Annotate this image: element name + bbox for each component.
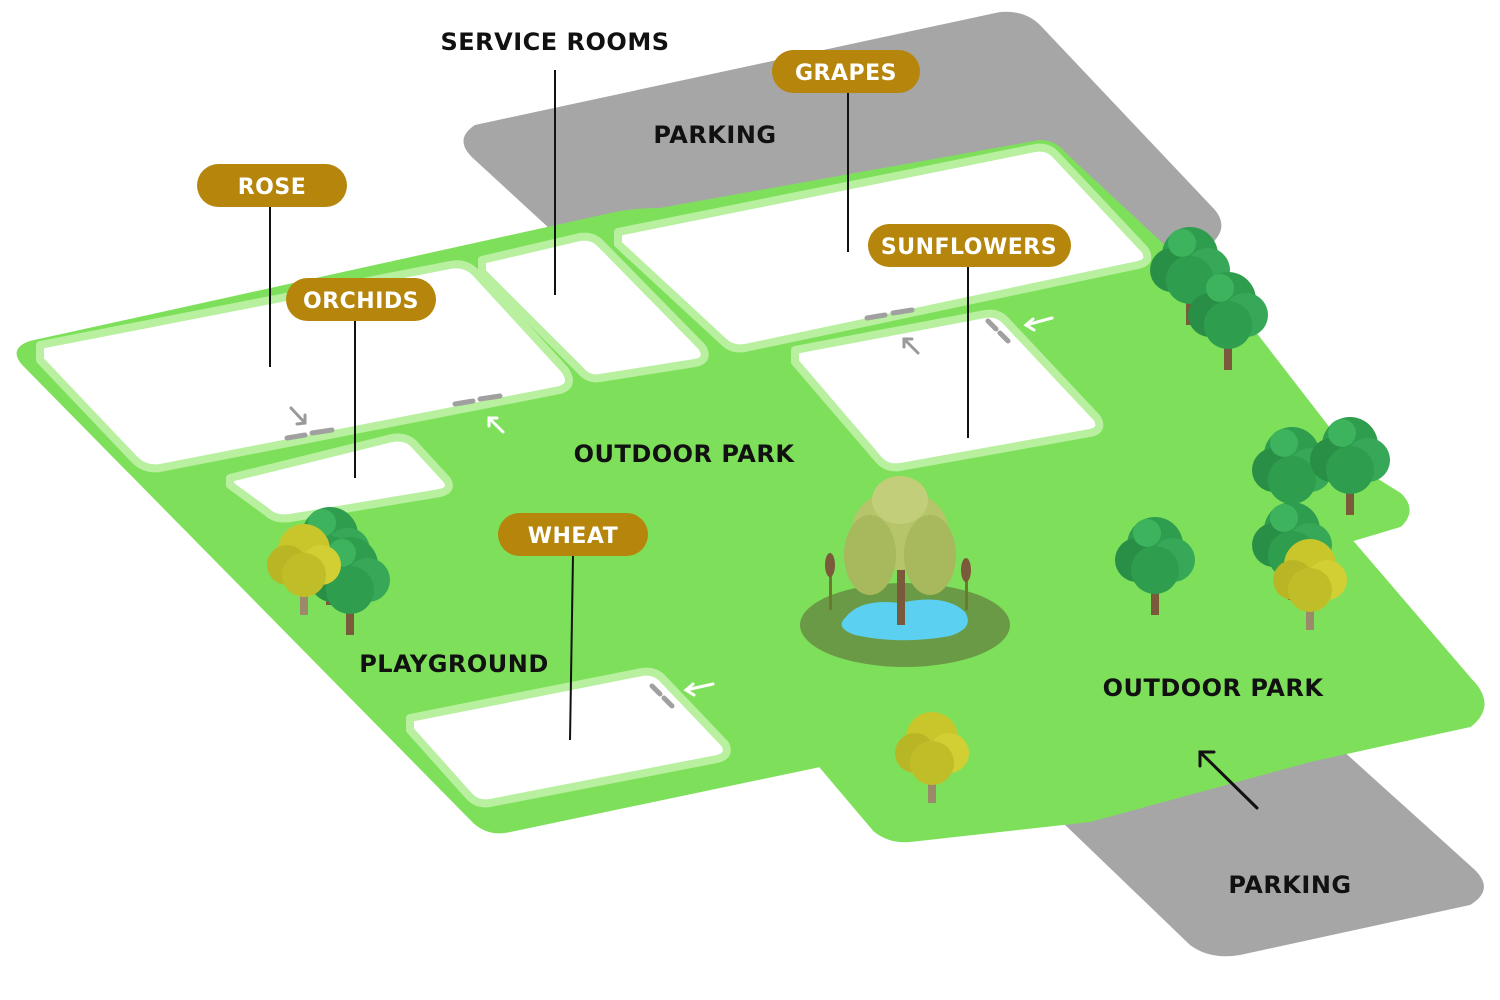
pill-label: SUNFLOWERS — [881, 235, 1057, 260]
label-service-rooms: SERVICE ROOMS — [441, 28, 670, 56]
pill-label: GRAPES — [795, 61, 897, 86]
room-service — [478, 232, 709, 383]
entrance-arrow-icon — [487, 416, 505, 434]
label-outdoor-park-right: OUTDOOR PARK — [1103, 674, 1325, 702]
label-parking-bottom: PARKING — [1228, 871, 1351, 899]
label-playground: PLAYGROUND — [359, 650, 549, 678]
door-icon — [890, 307, 915, 316]
door-icon — [864, 312, 888, 321]
pill-rose[interactable]: ROSE — [197, 164, 347, 207]
willow-tree-icon — [844, 476, 956, 625]
room-rose — [36, 260, 573, 473]
label-outdoor-park-center: OUTDOOR PARK — [574, 440, 796, 468]
parking-arrow-icon — [1198, 750, 1259, 810]
label-parking-top: PARKING — [653, 121, 776, 149]
entrance-arrow-icon — [902, 337, 920, 355]
door-icon — [452, 398, 476, 407]
door-icon — [284, 432, 308, 441]
pill-grapes[interactable]: GRAPES — [772, 50, 920, 93]
door-icon — [985, 318, 999, 332]
door-icon — [661, 695, 675, 709]
door-icon — [649, 683, 663, 697]
pill-label: ROSE — [238, 175, 307, 200]
door-icon — [997, 330, 1011, 344]
entrance-arrow-icon — [683, 682, 715, 697]
entrance-arrow-icon — [289, 406, 307, 426]
room-orchids — [226, 433, 453, 523]
pill-label: ORCHIDS — [303, 289, 419, 314]
pill-wheat[interactable]: WHEAT — [498, 513, 648, 556]
pill-label: WHEAT — [528, 524, 619, 549]
door-icon — [477, 393, 503, 402]
door-icon — [309, 427, 335, 436]
room-sunflowers — [791, 309, 1104, 472]
leader-line-wheat — [569, 554, 574, 741]
pill-sunflowers[interactable]: SUNFLOWERS — [868, 224, 1071, 267]
pill-orchids[interactable]: ORCHIDS — [286, 278, 436, 321]
room-wheat — [406, 667, 731, 808]
entrance-arrow-icon — [1023, 316, 1054, 332]
